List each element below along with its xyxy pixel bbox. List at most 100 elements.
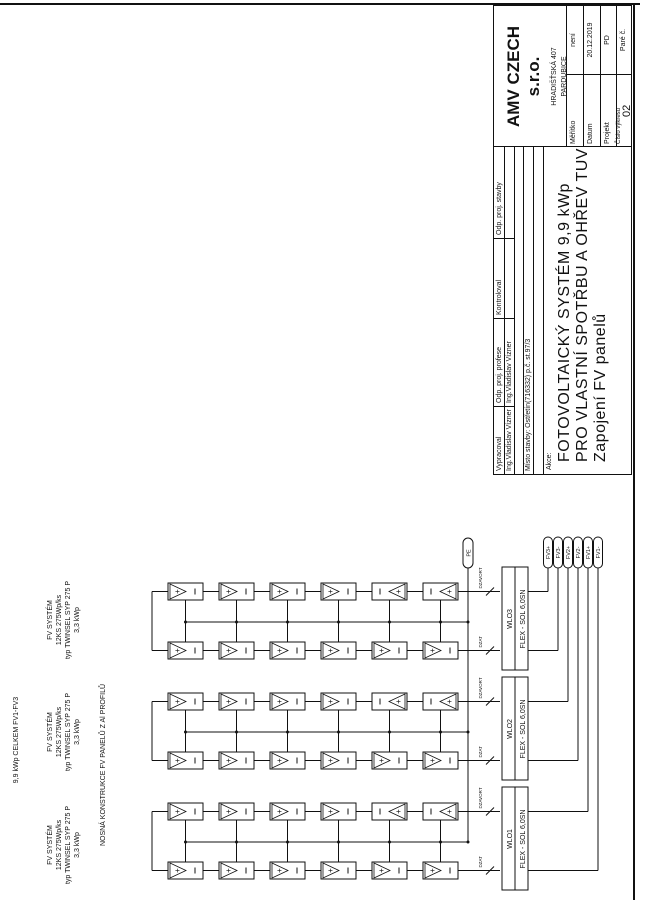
junction-box-id: WLO1 [507,829,514,849]
group-label-line: 3,3 kWp [74,832,81,858]
junction-box-cable: FLEX - SOL 6,0SN [520,700,527,759]
name-cell [504,147,514,238]
junction-dot [337,730,340,734]
terminal-label: FV2+ [566,546,572,559]
junction-dot [388,730,391,734]
junction-dot [286,840,289,844]
plus-icon: + [326,589,335,594]
plus-icon: + [445,589,454,594]
diode-triangle-icon [424,862,442,879]
junction-box-wlo2: WLO2 FLEX - SOL 6,0SN [501,676,529,781]
company-address: HRADIŠŤSKÁ 407 [551,47,558,106]
breaker-label: DZAVORT [478,787,483,808]
pv-panel: + [269,861,306,880]
pe-terminal-frame [462,537,474,569]
pv-panel: + [320,861,357,880]
group-label-line: FV SYSTÉM [45,712,54,752]
diode-triangle-icon [424,642,442,659]
diode-triangle-icon [169,642,187,659]
junction-dot [466,840,470,844]
group-label-line: 12KS 275Wp/ks [56,594,63,645]
diode-triangle-icon [373,752,391,769]
junction-dot [439,730,442,734]
plus-icon: + [377,758,386,763]
name-cell: Ing.Vladislav Vízner [504,406,514,474]
company-name: AMV CZECH s.r.o. [504,25,543,128]
pv-panel: + [320,802,357,821]
diode-triangle-icon [169,862,187,879]
diode-triangle-icon [322,583,340,600]
diode-triangle-icon [322,803,340,820]
plus-icon: + [224,809,233,814]
junction-dot [439,620,442,624]
junction-dot [184,620,187,624]
pe-terminal: PE [462,537,474,569]
pv-panel: + [320,582,357,601]
plus-icon: + [173,648,182,653]
breaker-label: DZAT [478,856,483,868]
diode-triangle-icon [220,583,238,600]
plus-icon: + [173,868,182,873]
diode-triangle-icon [322,693,340,710]
group-label-line: 3,3 kWp [74,719,81,745]
terminal-label: FV3- [556,546,562,558]
diode-triangle-icon [322,752,340,769]
terminal-frame [543,536,553,569]
pv-panel: + [371,582,408,601]
pv-panel: + [218,802,255,821]
junction-dot [466,730,470,734]
pv-panel: + [371,641,408,660]
pv-panel: + [422,861,459,880]
plus-icon: + [224,648,233,653]
name-cell [504,238,514,318]
terminal-fv1-plus: FV1+ [583,536,593,569]
terminal-frame [553,536,563,569]
diode-triangle-icon [388,583,406,600]
plus-icon: + [173,758,182,763]
plus-icon: + [428,868,437,873]
pv-panel: + [269,751,306,770]
pv-panel: + [320,692,357,711]
pv-panel: + [269,692,306,711]
group-label-line: FV SYSTÉM [45,825,54,865]
pv-panel: + [422,582,459,601]
project-value: PD [603,35,611,45]
pe-label: PE [467,549,473,557]
frame-border [633,3,635,900]
breaker-label: DZAT [478,636,483,648]
name-cell: Ing.Vladislav Vízner [504,318,514,406]
plus-icon: + [326,648,335,653]
pv-panel: + [320,641,357,660]
pv-panel: + [320,751,357,770]
breaker-label: DZAVORT [478,567,483,588]
group-label-line: 12KS 275Wp/ks [56,819,63,870]
akce-label: Akce: [546,452,553,470]
pv-panel: + [167,751,204,770]
plus-icon: + [275,648,284,653]
diode-triangle-icon [271,642,289,659]
terminal-fv2-minus: FV2- [573,536,583,569]
copy-number-label: Paré č. [620,28,628,52]
diode-triangle-icon [220,862,238,879]
group-label-line: 12KS 275Wp/ks [56,706,63,757]
plus-icon: + [326,809,335,814]
site-label: Místo stavby: Ostřetín(716332) p.č. st.9… [524,338,532,471]
plus-icon: + [173,589,182,594]
scale-label: Měřítko [566,74,583,147]
plus-icon: + [224,589,233,594]
title-block-company: AMV CZECH s.r.o. HRADIŠŤSKÁ 407 PARDUBIC… [494,6,633,147]
terminal-fv3-minus: FV3- [553,536,563,569]
pv-panel: + [218,582,255,601]
terminal-frame [593,536,603,569]
junction-box-id: WLO2 [507,719,514,739]
diode-triangle-icon [169,803,187,820]
terminal-fv2-plus: FV2+ [563,536,573,569]
diode-triangle-icon [271,803,289,820]
project-title-line: Zapojení FV panelů [592,313,609,462]
plus-icon: + [445,809,454,814]
junction-dot [286,620,289,624]
pv-panel: + [269,641,306,660]
terminal-label: FV2- [576,546,582,558]
